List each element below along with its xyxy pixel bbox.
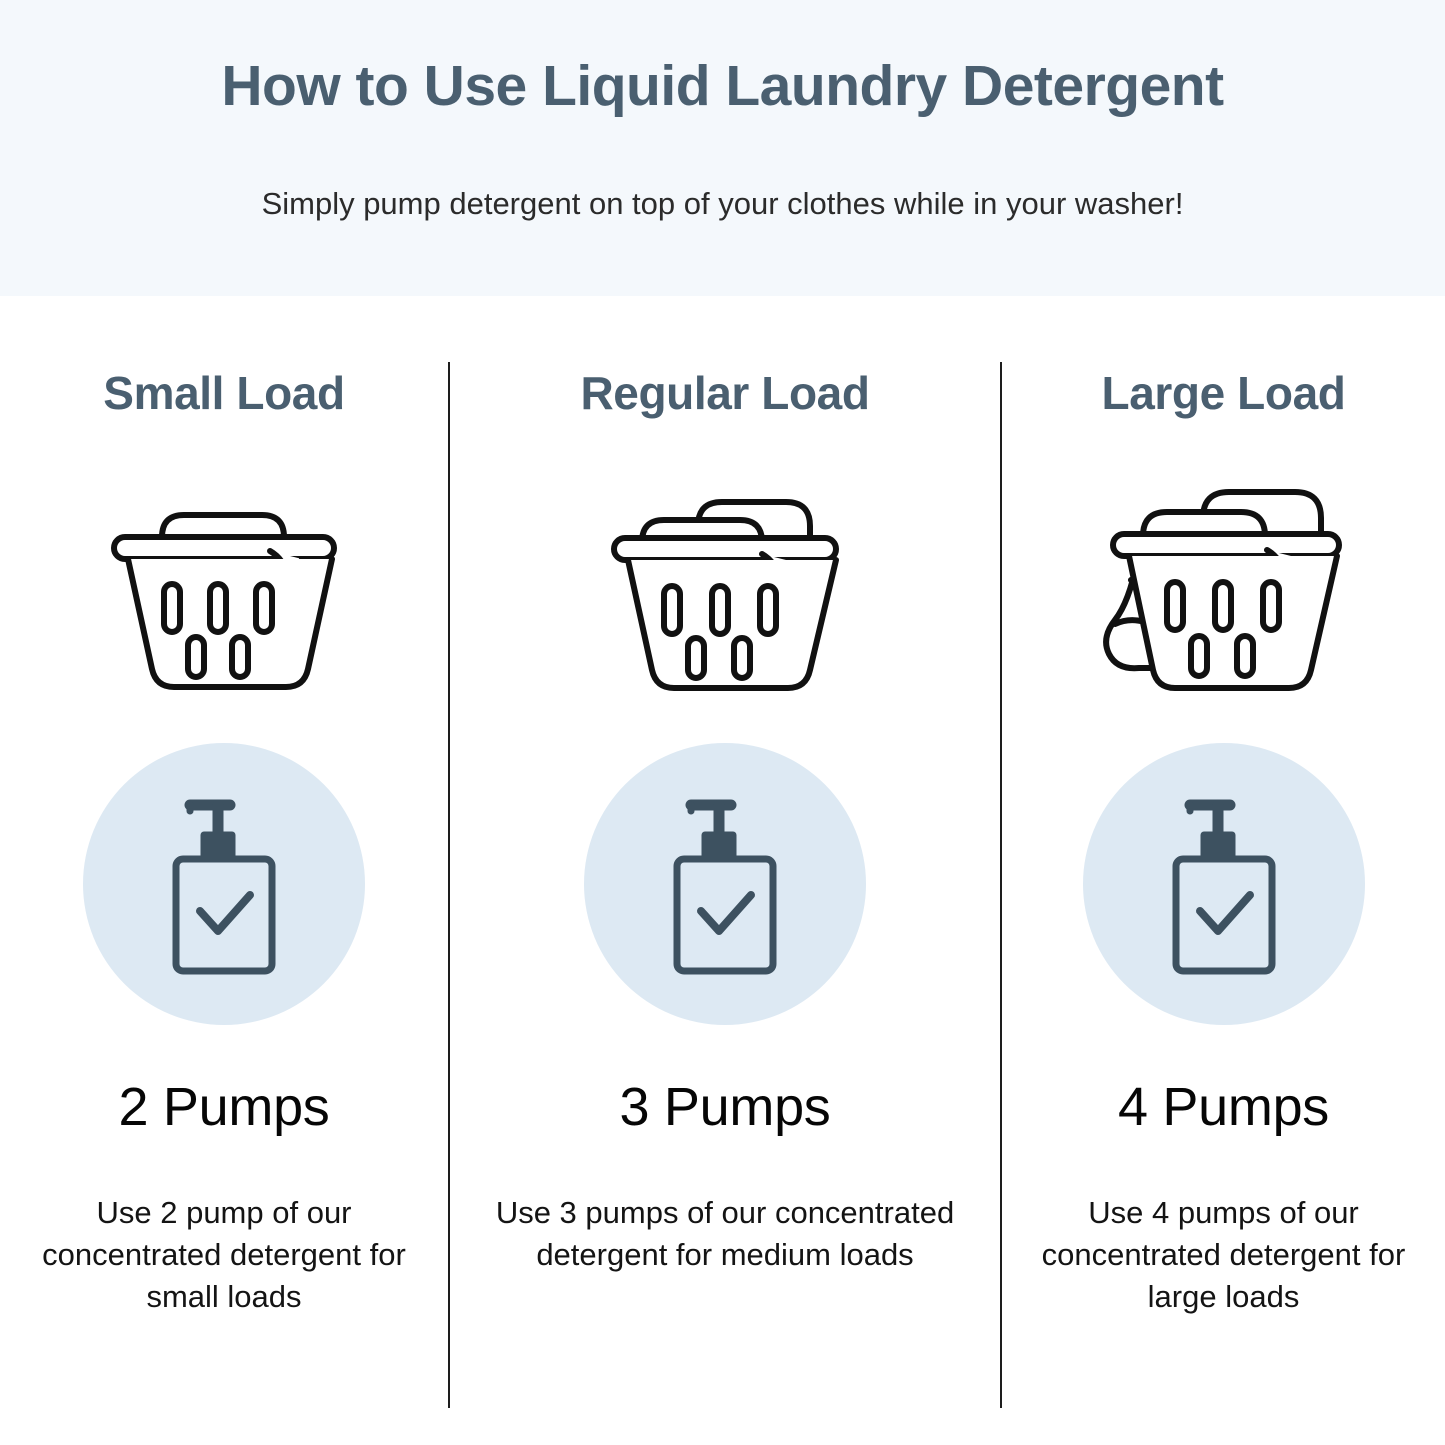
pump-bottle-check-icon	[673, 799, 777, 975]
page-title: How to Use Liquid Laundry Detergent	[221, 54, 1224, 118]
pump-bottle-check-icon	[172, 799, 276, 975]
pump-description-regular-load: Use 3 pumps of our concentrated detergen…	[495, 1195, 955, 1272]
header-band: How to Use Liquid Laundry Detergent Simp…	[0, 0, 1445, 296]
pump-description-large-load: Use 4 pumps of our concentrated detergen…	[1041, 1195, 1406, 1314]
accent-circle	[1082, 743, 1365, 1025]
column-title-small-load: Small Load	[103, 367, 345, 419]
pump-description-small-load: Use 2 pump of our concentrated detergent…	[42, 1195, 406, 1314]
accent-circle	[584, 743, 866, 1025]
pump-count-small-load: 2 Pumps	[118, 1077, 330, 1137]
column-divider-1	[448, 362, 450, 1408]
pump-count-large-load: 4 Pumps	[1118, 1077, 1329, 1137]
pump-bottle-check-icon	[1172, 799, 1275, 975]
bottle-circle-backdrop-small	[0, 734, 448, 1034]
column-small-load: Small Load	[0, 296, 448, 1445]
pump-count-regular-load: 3 Pumps	[619, 1077, 831, 1137]
accent-circle	[83, 743, 365, 1025]
column-divider-2	[1000, 362, 1002, 1408]
bottle-circle-backdrop-large	[1002, 734, 1445, 1034]
laundry-basket-small-icon	[0, 466, 448, 706]
column-title-regular-load: Regular Load	[580, 367, 870, 419]
bottle-circle-backdrop-regular	[450, 734, 1000, 1034]
column-large-load: Large Load	[1002, 296, 1445, 1445]
column-title-large-load: Large Load	[1101, 367, 1346, 419]
page-subtitle: Simply pump detergent on top of your clo…	[261, 186, 1184, 221]
laundry-basket-large-icon	[1002, 466, 1445, 706]
load-columns-container: Small Load	[0, 296, 1445, 1445]
laundry-basket-regular-icon	[450, 466, 1000, 706]
column-regular-load: Regular Load	[450, 296, 1000, 1445]
